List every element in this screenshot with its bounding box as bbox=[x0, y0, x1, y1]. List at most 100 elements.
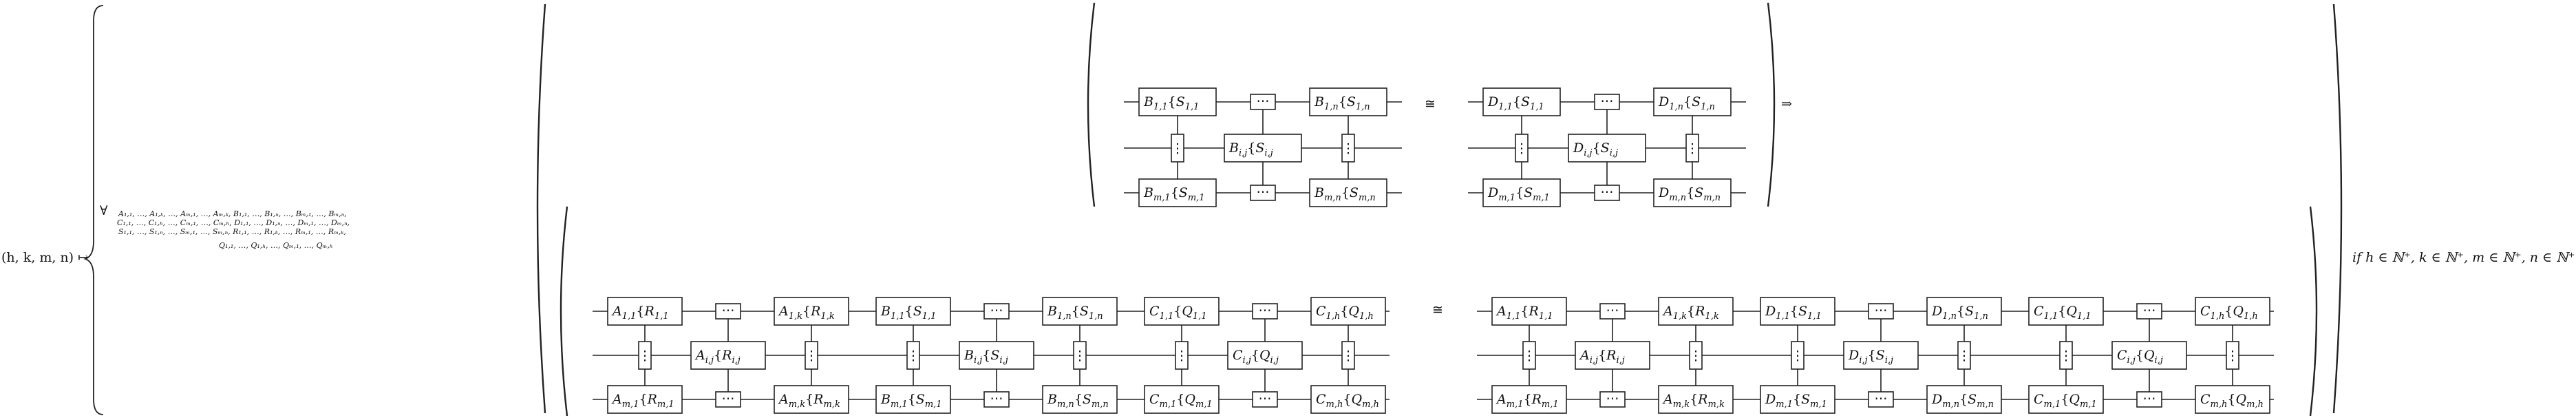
premise-left-tr-label: B1,n{S1,n bbox=[1314, 94, 1370, 112]
premise-right-tr-label: D1,n{S1,n bbox=[1658, 94, 1715, 112]
premise-left-paren bbox=[1087, 2, 1096, 207]
conclusion-left-block-0-tr-box bbox=[774, 297, 849, 326]
conclusion-right-block-0-right-vdots-box bbox=[1689, 341, 1703, 370]
conclusion-left-block-1-tl-label: B1,1{S1,1 bbox=[880, 304, 936, 322]
conclusion-left-block-1-bl-label: Bm,1{Sm,1 bbox=[880, 392, 942, 410]
conclusion-left-block-2-left-vdots: ⋮ bbox=[1175, 348, 1189, 364]
quantifier-line-2: C₁,₁, …, C₁,ₕ, …, Cₘ,₁, …, Cₘ,ₕ, D₁,₁, …… bbox=[117, 218, 350, 227]
premise-left-tl-box bbox=[1138, 87, 1217, 116]
conclusion-left-block-1-right-vdots-box bbox=[1073, 341, 1087, 370]
premise-right-mid-label: Di,j{Si,j bbox=[1573, 140, 1618, 158]
premise-left-bl-label: Bm,1{Sm,1 bbox=[1143, 185, 1205, 203]
conclusion-left-block-0-tl-box bbox=[607, 297, 683, 326]
premise-left-left-vdots-box bbox=[1171, 134, 1184, 163]
conclusion-right-block-2-right-vdots-box bbox=[2226, 341, 2239, 370]
premise-right-tl-box bbox=[1482, 87, 1561, 116]
premise-right-mid-box bbox=[1568, 134, 1646, 163]
conclusion-right-block-2-mid-label: Ci,j{Qi,j bbox=[2117, 348, 2163, 366]
premise-right-top-hdots-box bbox=[1594, 94, 1620, 110]
conclusion-left-block-0-mid-label: Ai,j{Ri,j bbox=[694, 348, 741, 366]
conclusion-left-block-0-top-hdots: ⋯ bbox=[722, 303, 735, 318]
conclusion-left-block-2-bot-hdots: ⋯ bbox=[1259, 391, 1272, 406]
conclusion-left-block-0-br-label: Am,k{Rm,k bbox=[778, 392, 840, 410]
conclusion-left-block-0-top-hdots-box bbox=[715, 303, 741, 320]
conclusion-right-block-2-tr-box bbox=[2195, 297, 2270, 326]
outer-curly-brace bbox=[83, 5, 104, 415]
conclusion-left-block-2-tl-box bbox=[1144, 297, 1220, 326]
conclusion-left-block-0-right-vdots: ⋮ bbox=[805, 348, 818, 364]
conclusion-left-block-1-mid-box bbox=[959, 341, 1034, 370]
conclusion-right-block-1-tr-box bbox=[1926, 297, 2002, 326]
conclusion-left-block-0-mid-box bbox=[690, 341, 766, 370]
implies-symbol: ⇒ bbox=[1781, 96, 1792, 112]
premise-left-bl-box bbox=[1138, 178, 1217, 207]
conclusion-right-block-0-mid-box bbox=[1575, 341, 1650, 370]
conclusion-right-block-2-bl-label: Cm,1{Qm,1 bbox=[2034, 392, 2097, 410]
premise-right-right-vdots: ⋮ bbox=[1686, 141, 1699, 156]
premise-left-bot-hdots-box bbox=[1250, 185, 1276, 201]
conclusion-right-block-0-br-box bbox=[1658, 385, 1734, 414]
conclusion-right-block-1-right-vdots: ⋮ bbox=[1958, 348, 1971, 364]
conclusion-left-block-2-mid-box bbox=[1227, 341, 1303, 370]
quantifier-line-4: Q₁,₁, …, Q₁,ₕ, …, Qₘ,₁, …, Qₘ,ₕ bbox=[219, 241, 333, 250]
conclusion-left-block-2-br-box bbox=[1310, 385, 1386, 414]
conclusion-left-block-1-br-box bbox=[1042, 385, 1118, 414]
conclusion-right-block-0-tl-label: A1,1{R1,1 bbox=[1495, 304, 1553, 322]
conclusion-left-block-0-left-vdots: ⋮ bbox=[639, 348, 652, 364]
premise-right-tr-box bbox=[1653, 87, 1732, 116]
conclusion-left-block-2-top-hdots: ⋯ bbox=[1259, 303, 1272, 318]
premise-right-top-hdots: ⋯ bbox=[1601, 94, 1614, 109]
conclusion-left-block-1-bot-hdots: ⋯ bbox=[990, 391, 1003, 406]
conclusion-left-block-1-left-vdots-box bbox=[906, 341, 920, 370]
conclusion-left-block-1-top-hdots-box bbox=[983, 303, 1010, 320]
outer-left-paren bbox=[536, 3, 546, 414]
conclusion-left-block-1-top-hdots: ⋯ bbox=[990, 303, 1003, 318]
conclusion-left-block-0-bot-hdots: ⋯ bbox=[722, 391, 735, 406]
conclusion-left-block-1-tr-box bbox=[1042, 297, 1118, 326]
conclusion-left-block-0-bl-box bbox=[607, 385, 683, 414]
conclusion-left-block-0-br-box bbox=[774, 385, 849, 414]
forall-symbol: ∀ bbox=[100, 203, 108, 218]
premise-right-paren bbox=[1767, 2, 1776, 207]
premise-left-br-box bbox=[1309, 178, 1387, 207]
conclusion-right-block-0-right-vdots: ⋮ bbox=[1690, 348, 1703, 364]
premise-right-tl-label: D1,1{S1,1 bbox=[1487, 94, 1544, 112]
conclusion-right-block-1-tl-label: D1,1{S1,1 bbox=[1765, 304, 1822, 322]
conclusion-right-block-2-left-vdots-box bbox=[2059, 341, 2073, 370]
conclusion-right-block-0-top-hdots: ⋯ bbox=[1606, 303, 1619, 318]
conclusion-left-block-2-bot-hdots-box bbox=[1252, 391, 1278, 408]
conclusion-left-block-0-tr-label: A1,k{R1,k bbox=[778, 304, 835, 322]
conclusion-right-block-1-left-vdots-box bbox=[1791, 341, 1805, 370]
conclusion-right-block-1-left-vdots: ⋮ bbox=[1791, 348, 1805, 364]
quantifier-line-3: S₁,₁, …, S₁,ₙ, …, Sₘ,₁, …, Sₘ,ₙ, R₁,₁, …… bbox=[118, 227, 346, 236]
conclusion-right-block-1-tr-label: D1,n{S1,n bbox=[1931, 304, 1988, 322]
conclusion-left-block-1-left-vdots: ⋮ bbox=[907, 348, 920, 364]
premise-right-bot-hdots: ⋯ bbox=[1601, 185, 1614, 200]
premise-right-br-box bbox=[1653, 178, 1732, 207]
conclusion-right-block-0-tl-box bbox=[1491, 297, 1567, 326]
conclusion-right-block-2-tl-label: C1,1{Q1,1 bbox=[2034, 304, 2091, 322]
side-condition: if h ∈ ℕ⁺, k ∈ ℕ⁺, m ∈ ℕ⁺, n ∈ ℕ⁺ . bbox=[2352, 250, 2576, 265]
premise-right-br-label: Dm,n{Sm,n bbox=[1658, 185, 1721, 203]
conclusion-right-block-1-tl-box bbox=[1760, 297, 1835, 326]
conclusion-right-block-0-bot-hdots: ⋯ bbox=[1606, 391, 1619, 406]
conclusion-right-block-1-top-hdots: ⋯ bbox=[1875, 303, 1888, 318]
conclusion-left-block-2-mid-label: Ci,j{Qi,j bbox=[1233, 348, 1279, 366]
conclusion-right-block-1-bot-hdots-box bbox=[1868, 391, 1894, 408]
conclusion-left-block-2-right-vdots-box bbox=[1341, 341, 1355, 370]
conclusion-left-block-2-br-label: Cm,h{Qm,h bbox=[1316, 392, 1379, 410]
conclusion-left-block-1-right-vdots: ⋮ bbox=[1074, 348, 1087, 364]
conclusion-left-block-1-bl-box bbox=[875, 385, 951, 414]
premise-left-mid-label: Bi,j{Si,j bbox=[1228, 140, 1273, 158]
conclusion-right-block-2-br-label: Cm,h{Qm,h bbox=[2200, 392, 2264, 410]
conclusion-right-block-2-tr-label: C1,h{Q1,h bbox=[2200, 304, 2258, 322]
conclusion-right-block-2-br-box bbox=[2195, 385, 2270, 414]
conclusion-left-block-1-tr-label: B1,n{S1,n bbox=[1047, 304, 1103, 322]
conclusion-right-block-2-bot-hdots: ⋯ bbox=[2143, 391, 2156, 406]
conclusion-right-block-2-top-hdots: ⋯ bbox=[2143, 303, 2156, 318]
conclusion-right-block-0-mid-label: Ai,j{Ri,j bbox=[1579, 348, 1625, 366]
conclusion-right-block-0-left-vdots: ⋮ bbox=[1523, 348, 1536, 364]
